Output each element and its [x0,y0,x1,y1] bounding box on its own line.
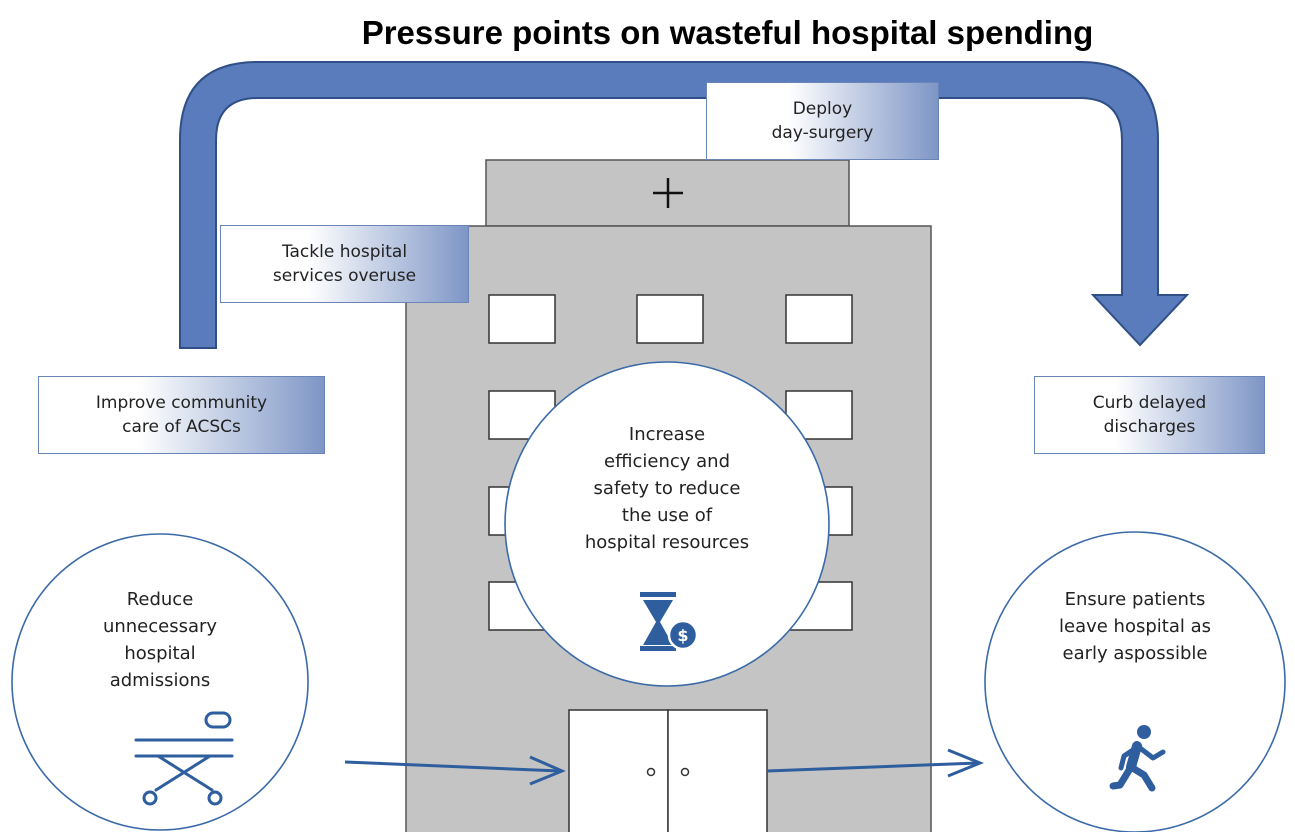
circle-reduce-admissions [11,533,309,831]
label-line: care of ACSCs [122,417,241,437]
text-ensure-early-leave: Ensure patients leave hospital as early … [1020,586,1250,667]
arrow-into-hospital [344,755,566,786]
label-line: Tackle hospital [281,242,408,262]
circle-line: efficiency and [604,451,730,472]
label-line: Deploy [792,99,853,119]
circle-line: unnecessary [102,616,218,637]
label-line: services overuse [272,266,417,286]
label-line: Improve community [95,393,268,413]
label-curb-delayed-discharges: Curb delayed discharges [1034,376,1265,454]
label-line: discharges [1103,417,1196,437]
circle-line: Increase [628,424,706,445]
arrow-out-of-hospital [766,748,984,778]
text-increase-efficiency: Increase efficiency and safety to reduce… [542,421,792,556]
diagram-title: Pressure points on wasteful hospital spe… [361,14,1094,51]
circle-line: the use of [621,505,713,526]
hospital-doors [568,709,768,832]
label-deploy-day-surgery: Deploy day-surgery [706,82,939,160]
svg-text:$: $ [677,626,688,645]
plus-icon [653,178,683,208]
curved-arrow [179,61,1190,349]
label-tackle-overuse: Tackle hospital services overuse [220,225,469,303]
circle-increase-efficiency [504,361,830,687]
circle-ensure-early-leave [984,531,1286,832]
label-line: Curb delayed [1092,393,1207,413]
hourglass-dollar-icon: $ [640,592,699,651]
circle-line: hospital resources [584,532,750,553]
label-improve-community-care: Improve community care of ACSCs [38,376,325,454]
circle-line: Ensure patients [1064,589,1206,610]
circle-line: Reduce [126,589,194,610]
circle-line: admissions [109,670,211,691]
circle-line: hospital [124,643,196,664]
stretcher-icon [134,711,234,806]
circle-line: safety to reduce [593,478,741,499]
text-reduce-admissions: Reduce unnecessary hospital admissions [60,586,260,694]
walking-person-icon [1109,725,1166,792]
label-line: day-surgery [771,123,874,143]
circle-line: leave hospital as [1059,616,1211,637]
circle-line: early aspossible [1062,643,1208,664]
